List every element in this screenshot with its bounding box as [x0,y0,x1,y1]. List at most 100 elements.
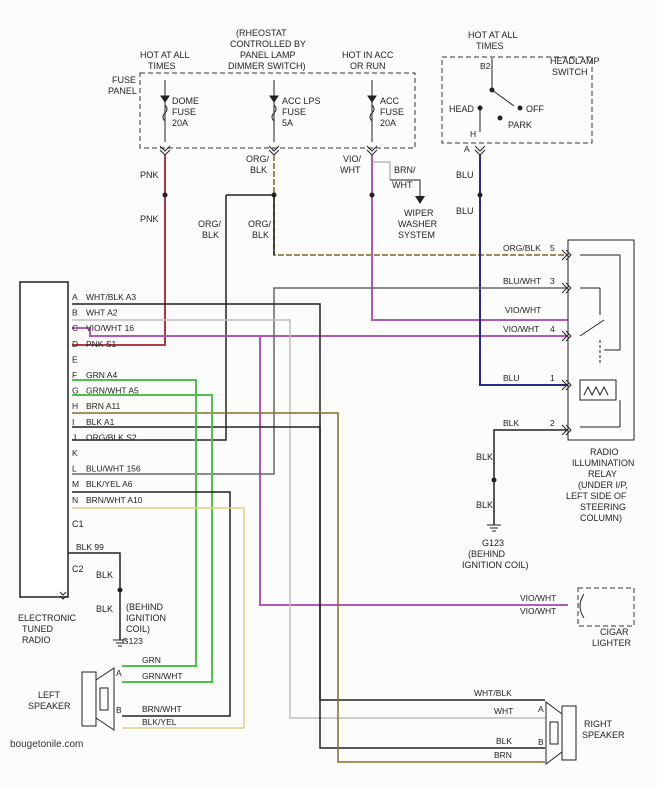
blu-splice-dot [477,192,483,198]
wire-blk-yel [72,491,231,717]
rheostat-label-4: DIMMER SWITCH) [228,61,306,71]
pnk-top-label: PNK [140,170,159,180]
hot-in-acc-label-1: HOT IN ACC [342,50,394,60]
wire-grn-wht [72,394,213,683]
hot-at-all-times-2-label-2: TIMES [476,41,504,51]
radio-pin-a-wire-label: WHT/BLK A3 [86,292,136,302]
left-speaker-pin-a: A [116,668,122,678]
acc-fuse-label-2: FUSE [380,107,404,117]
radio-pin-m: M [72,479,79,489]
radio-c2-blk-1-label: BLK [96,570,113,580]
relay-ground-label-2: (BEHIND [468,549,506,559]
relay-blk-splice-dot [491,477,497,483]
org-blk-top-label-1: ORG/ [246,154,270,164]
relay-pin-2-wire-label: BLK [503,418,519,428]
headlamp-switch-contacts [477,58,523,132]
relay-pin-3-number: 3 [550,276,555,286]
acc-lps-fuse-label-1: ACC LPS [282,96,321,106]
right-speaker-wire-3: BLK [496,736,512,746]
radio-pin-l: L [72,464,77,474]
radio-pin-f: F [72,370,77,380]
fuse-panel-box [139,72,416,149]
radio-ground-icon [113,639,127,647]
dome-fuse [160,80,170,142]
radio-pin-h-wire-label: BRN A11 [86,401,121,411]
wiper-label-2: WASHER [398,219,438,229]
radio-pin-c-wire-label: VIO/WHT 16 [86,323,134,333]
wire-vio-wht-cigar [259,336,568,606]
switch-h-label: H [470,129,476,139]
radio-pin-d-wire-label: PNK S1 [86,339,117,349]
c2-splice-dot [117,587,123,593]
org-blk-mid-label-1: ORG/ [248,219,272,229]
radio-pin-j-wire-label: ORG/BLK S2 [86,432,137,442]
relay-ground-icon [487,524,501,532]
blu-top-label: BLU [456,170,474,180]
radio-pin-g: G [72,386,79,396]
relay-pin-4-connector-icon [561,330,572,342]
relay-pin-2-number: 2 [550,418,555,428]
radio-pin-b-wire-label: WHT A2 [86,308,118,318]
org-blk-left-label-1: ORG/ [198,219,222,229]
relay-label-7: COLUMN) [580,513,622,523]
dome-fuse-label-3: 20A [172,118,188,128]
acc-lps-fuse [269,80,279,142]
left-speaker-pin-b: B [116,705,122,715]
right-speaker-wire-4: BRN [494,750,512,760]
wiper-label-1: WIPER [404,208,434,218]
right-speaker-pin-b: B [538,737,544,747]
radio-c2-label: C2 [72,564,84,574]
wire-vio-wht-relay-4 [72,327,568,337]
wire-vio-wht-relay-upper [371,155,568,321]
radio-pin-h: H [72,401,78,411]
wire-brn-wht [372,161,391,180]
left-speaker-label-1: LEFT [38,690,61,700]
radio-ground-connector-icon [59,591,67,600]
wire-brn-wht-to-wiper [390,179,421,198]
fuse-panel-label-1: FUSE [112,75,136,85]
relay-pin-4-number: 4 [550,324,555,334]
radio-pin-e: E [72,354,78,364]
wire-brn [72,412,545,763]
relay-label-1: RADIO [590,447,619,457]
vio-wht-top-label-1: VIO/ [343,154,362,164]
relay-pin-1-number: 1 [550,373,555,383]
radio-pin-f-wire-label: GRN A4 [86,370,117,380]
radio-pin-n-wire-label: BRN/WHT A10 [86,495,143,505]
radio-pin-l-wire-label: BLU/WHT 156 [86,464,141,474]
acc-fuse-label-3: 20A [380,118,396,128]
right-speaker-wire-2: WHT [494,706,513,716]
radio-c2-wire-label: BLK 99 [76,542,104,552]
right-speaker-wire-1: WHT/BLK [474,688,512,698]
switch-a-label: A [464,144,470,154]
radio-pin-n: N [72,495,78,505]
wire-relay-blk [493,429,568,525]
left-speaker-icon [81,667,115,731]
radio-pin-a: A [72,292,78,302]
radio-pin-i-wire-label: BLK A1 [86,417,115,427]
wire-blk-99 [68,552,121,640]
left-speaker-wire-4: BLK/YEL [142,717,177,727]
cigar-wire-1-label: VIO/WHT [520,593,556,603]
radio-pin-g-wire-label: GRN/WHT A5 [86,386,139,396]
hot-at-all-times-label-2: TIMES [148,61,176,71]
wire-blu-wht [72,287,568,475]
relay-blk-1-label: BLK [476,452,493,462]
radio-label-2: TUNED [22,624,53,634]
hot-at-all-times-2-label-1: HOT AT ALL [468,30,518,40]
cigar-label-1: CIGAR [600,627,629,637]
relay-label-2: ILLUMINATION [572,458,634,468]
wire-grn [72,379,197,667]
radio-behind-ignition-1: (BEHIND [126,602,164,612]
cigar-lighter-box [577,587,635,627]
wire-pnk [72,155,166,346]
relay-upper-vio-wht-label: VIO/WHT [505,305,541,315]
right-speaker-pin-a: A [538,704,544,714]
wire-brn-wht-speaker [72,507,245,729]
wire-blu [479,155,568,386]
radio-c2-blk-2-label: BLK [96,604,113,614]
relay-label-5: LEFT SIDE OF [566,491,627,501]
rheostat-label-1: (RHEOSTAT [236,28,287,38]
headlamp-switch-label-1: HEADLAMP [550,56,600,66]
